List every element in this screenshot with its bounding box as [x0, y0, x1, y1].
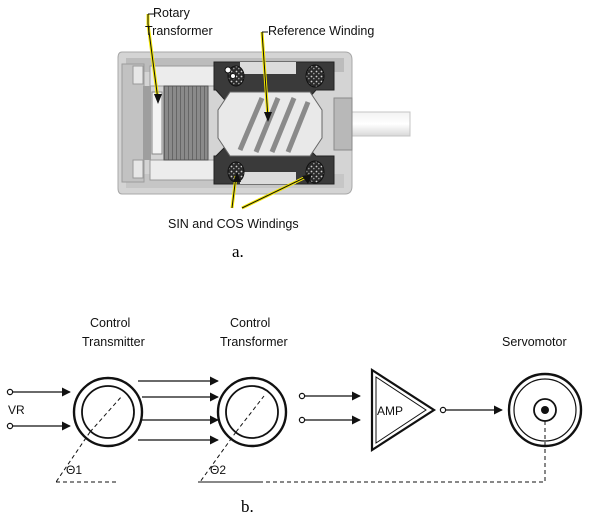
- servomotor: [507, 372, 583, 448]
- bearing: [333, 97, 353, 151]
- cos-winding-top: [305, 64, 325, 88]
- label-theta1: Θ1: [66, 463, 82, 477]
- synchro-link-arrows: [138, 376, 219, 445]
- shaft: [351, 111, 411, 137]
- label-vr: VR: [8, 403, 25, 417]
- label-control-transmitter-1: Control: [90, 316, 130, 330]
- label-servomotor: Servomotor: [502, 335, 567, 349]
- resolver-cutaway-illustration: [117, 51, 411, 195]
- caption-a: a.: [232, 242, 244, 261]
- label-reference-winding: Reference Winding: [268, 24, 374, 38]
- rotor-slots: [237, 97, 311, 153]
- servo-loop-diagram: Control Transmitter Control Transformer …: [6, 316, 583, 483]
- control-transmitter: [55, 376, 144, 483]
- label-control-transformer-2: Transformer: [220, 335, 288, 349]
- label-control-transformer-1: Control: [230, 316, 270, 330]
- error-signal-arrows: [298, 391, 361, 425]
- label-control-transmitter-2: Transmitter: [82, 335, 145, 349]
- caption-b: b.: [241, 497, 254, 516]
- label-rotary-transformer-2: Transformer: [145, 24, 213, 38]
- label-theta2: Θ2: [210, 463, 226, 477]
- rotary-transformer-outer-winding: [149, 65, 217, 87]
- label-rotary-transformer-1: Rotary: [153, 6, 191, 20]
- amplifier: [370, 367, 437, 453]
- label-amp: AMP: [377, 404, 403, 418]
- rotary-transformer-core: [163, 85, 209, 161]
- vr-input-arrows: [6, 387, 71, 431]
- amp-output-arrow: [439, 405, 503, 415]
- label-sin-cos-windings: SIN and COS Windings: [168, 217, 299, 231]
